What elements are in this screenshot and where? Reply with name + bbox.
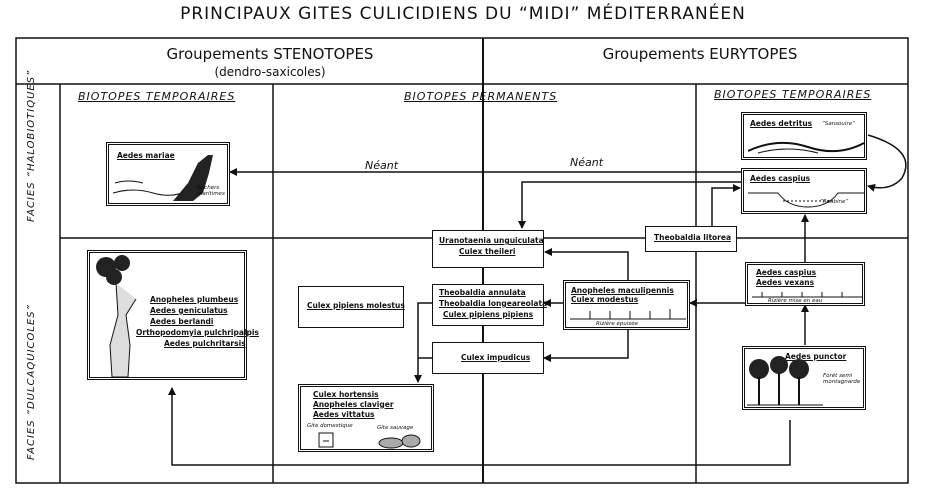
anopheles-to-uranotaenia-arrow bbox=[544, 248, 629, 280]
facies-dulcaquicoles: FACIES “DULCAQUICOLES” bbox=[26, 304, 37, 460]
species-label: Aedes berlandi bbox=[150, 316, 214, 326]
caspius-to-uranotaenia-arrow bbox=[518, 181, 745, 229]
caption: Rochers maritimes bbox=[197, 185, 225, 197]
species-label: Aedes vexans bbox=[756, 277, 815, 287]
species-label: Culex pipiens pipiens bbox=[443, 309, 534, 319]
theobaldia-litorea-box: Theobaldia litorea bbox=[645, 226, 737, 252]
caption: Rizière épuisée bbox=[596, 321, 639, 327]
tree-illustration bbox=[96, 255, 137, 378]
aedes-caspius-roubine-box: Aedes caspius “Roubine” bbox=[741, 168, 867, 214]
species-label: Culex hortensis bbox=[313, 390, 379, 399]
caption: Forêt semi montagnarde bbox=[823, 373, 861, 385]
outer-frame bbox=[15, 37, 909, 484]
caption: “Roubine” bbox=[820, 199, 849, 205]
gites-illustration bbox=[318, 432, 421, 449]
stenotopes-title: Groupements STENOTOPES bbox=[166, 45, 374, 63]
species-label: Theobaldia litorea bbox=[654, 233, 732, 242]
rock-illustration bbox=[113, 155, 213, 201]
anopheles-maculipennis-box: Anopheles maculipennis Culex modestus Ri… bbox=[563, 280, 690, 330]
caption: “Sansouire” bbox=[822, 121, 855, 127]
rice-field-illustration bbox=[570, 309, 686, 320]
culex-molestus-box: Culex pipiens molestus bbox=[298, 286, 405, 328]
bracket-to-hortensis-arrow bbox=[418, 302, 432, 382]
bottom-return-arrow bbox=[168, 387, 791, 466]
biotopes-permanents: BIOTOPES PERMANENTS bbox=[404, 90, 558, 103]
caption: Gite domestique bbox=[307, 423, 353, 429]
theobaldia-annulata-box: Theobaldia annulata Theobaldia longeareo… bbox=[432, 284, 548, 326]
neant-label-1: Néant bbox=[365, 159, 399, 172]
aedes-mariae-box: Aedes mariae Rochers maritimes bbox=[106, 142, 230, 206]
anopheles-to-impudicus-arrow bbox=[543, 330, 629, 362]
species-label: Aedes vittatus bbox=[313, 409, 375, 419]
species-label: Culex modestus bbox=[571, 295, 639, 305]
litorea-to-caspius-arrow bbox=[711, 184, 741, 238]
species-label: Anopheles maculipennis bbox=[571, 286, 674, 295]
species-label: Culex theileri bbox=[459, 246, 516, 256]
facies-halobiotiques: FACIES “HALOBIOTIQUES” bbox=[26, 69, 37, 222]
uranotaenia-box: Uranotaenia unguiculata Culex theileri bbox=[432, 230, 544, 268]
forest-illustration bbox=[747, 356, 823, 406]
aedes-caspius-vexans-box: Aedes caspius Aedes vexans Rizière mise … bbox=[745, 262, 865, 306]
species-label: Aedes punctor bbox=[785, 352, 847, 361]
species-label: Anopheles claviger bbox=[313, 399, 394, 409]
species-label: Aedes caspius bbox=[756, 268, 817, 277]
flooded-field-illustration bbox=[752, 292, 862, 298]
tree-species-box: Anopheles plumbeus Aedes geniculatus Aed… bbox=[87, 250, 259, 380]
species-label: Culex impudicus bbox=[461, 353, 531, 362]
species-label: Aedes pulchritarsis bbox=[164, 338, 246, 348]
stenotopes-subtitle: (dendro-saxicoles) bbox=[214, 65, 326, 79]
caption: Rizière mise en eau bbox=[768, 298, 823, 304]
culex-impudicus-box: Culex impudicus bbox=[432, 342, 544, 374]
detritus-to-caspius-arrow bbox=[867, 134, 907, 192]
page-title: PRINCIPAUX GITES CULICIDIENS DU “MIDI” M… bbox=[180, 4, 746, 24]
aedes-detritus-box: Aedes detritus “Sansouire” bbox=[741, 112, 867, 160]
species-label: Uranotaenia unguiculata bbox=[439, 236, 544, 245]
sansouire-illustration bbox=[748, 141, 864, 154]
biotopes-temporaires-right: BIOTOPES TEMPORAIRES bbox=[714, 88, 872, 101]
biotopes-temporaires-left: BIOTOPES TEMPORAIRES bbox=[78, 90, 236, 103]
species-label: Aedes mariae bbox=[117, 151, 175, 160]
species-label: Culex pipiens molestus bbox=[307, 301, 405, 310]
species-label: Aedes detritus bbox=[750, 119, 813, 128]
neant-label-2: Néant bbox=[570, 156, 604, 169]
species-label: Theobaldia annulata bbox=[439, 288, 526, 297]
species-label: Aedes geniculatus bbox=[150, 305, 228, 315]
species-label: Aedes caspius bbox=[750, 174, 811, 183]
species-label: Anopheles plumbeus bbox=[150, 295, 239, 304]
species-label: Orthopodomyia pulchripalpis bbox=[136, 327, 259, 337]
aedes-punctor-box: Aedes punctor Forêt semi montagnarde bbox=[742, 346, 866, 410]
eurytopes-title: Groupements EURYTOPES bbox=[602, 45, 798, 63]
roubine-illustration bbox=[748, 192, 864, 208]
caption: Gite sauvage bbox=[377, 425, 414, 431]
culex-hortensis-box: Culex hortensis Anopheles claviger Aedes… bbox=[298, 384, 434, 452]
species-label: Theobaldia longeareolata bbox=[439, 298, 548, 308]
